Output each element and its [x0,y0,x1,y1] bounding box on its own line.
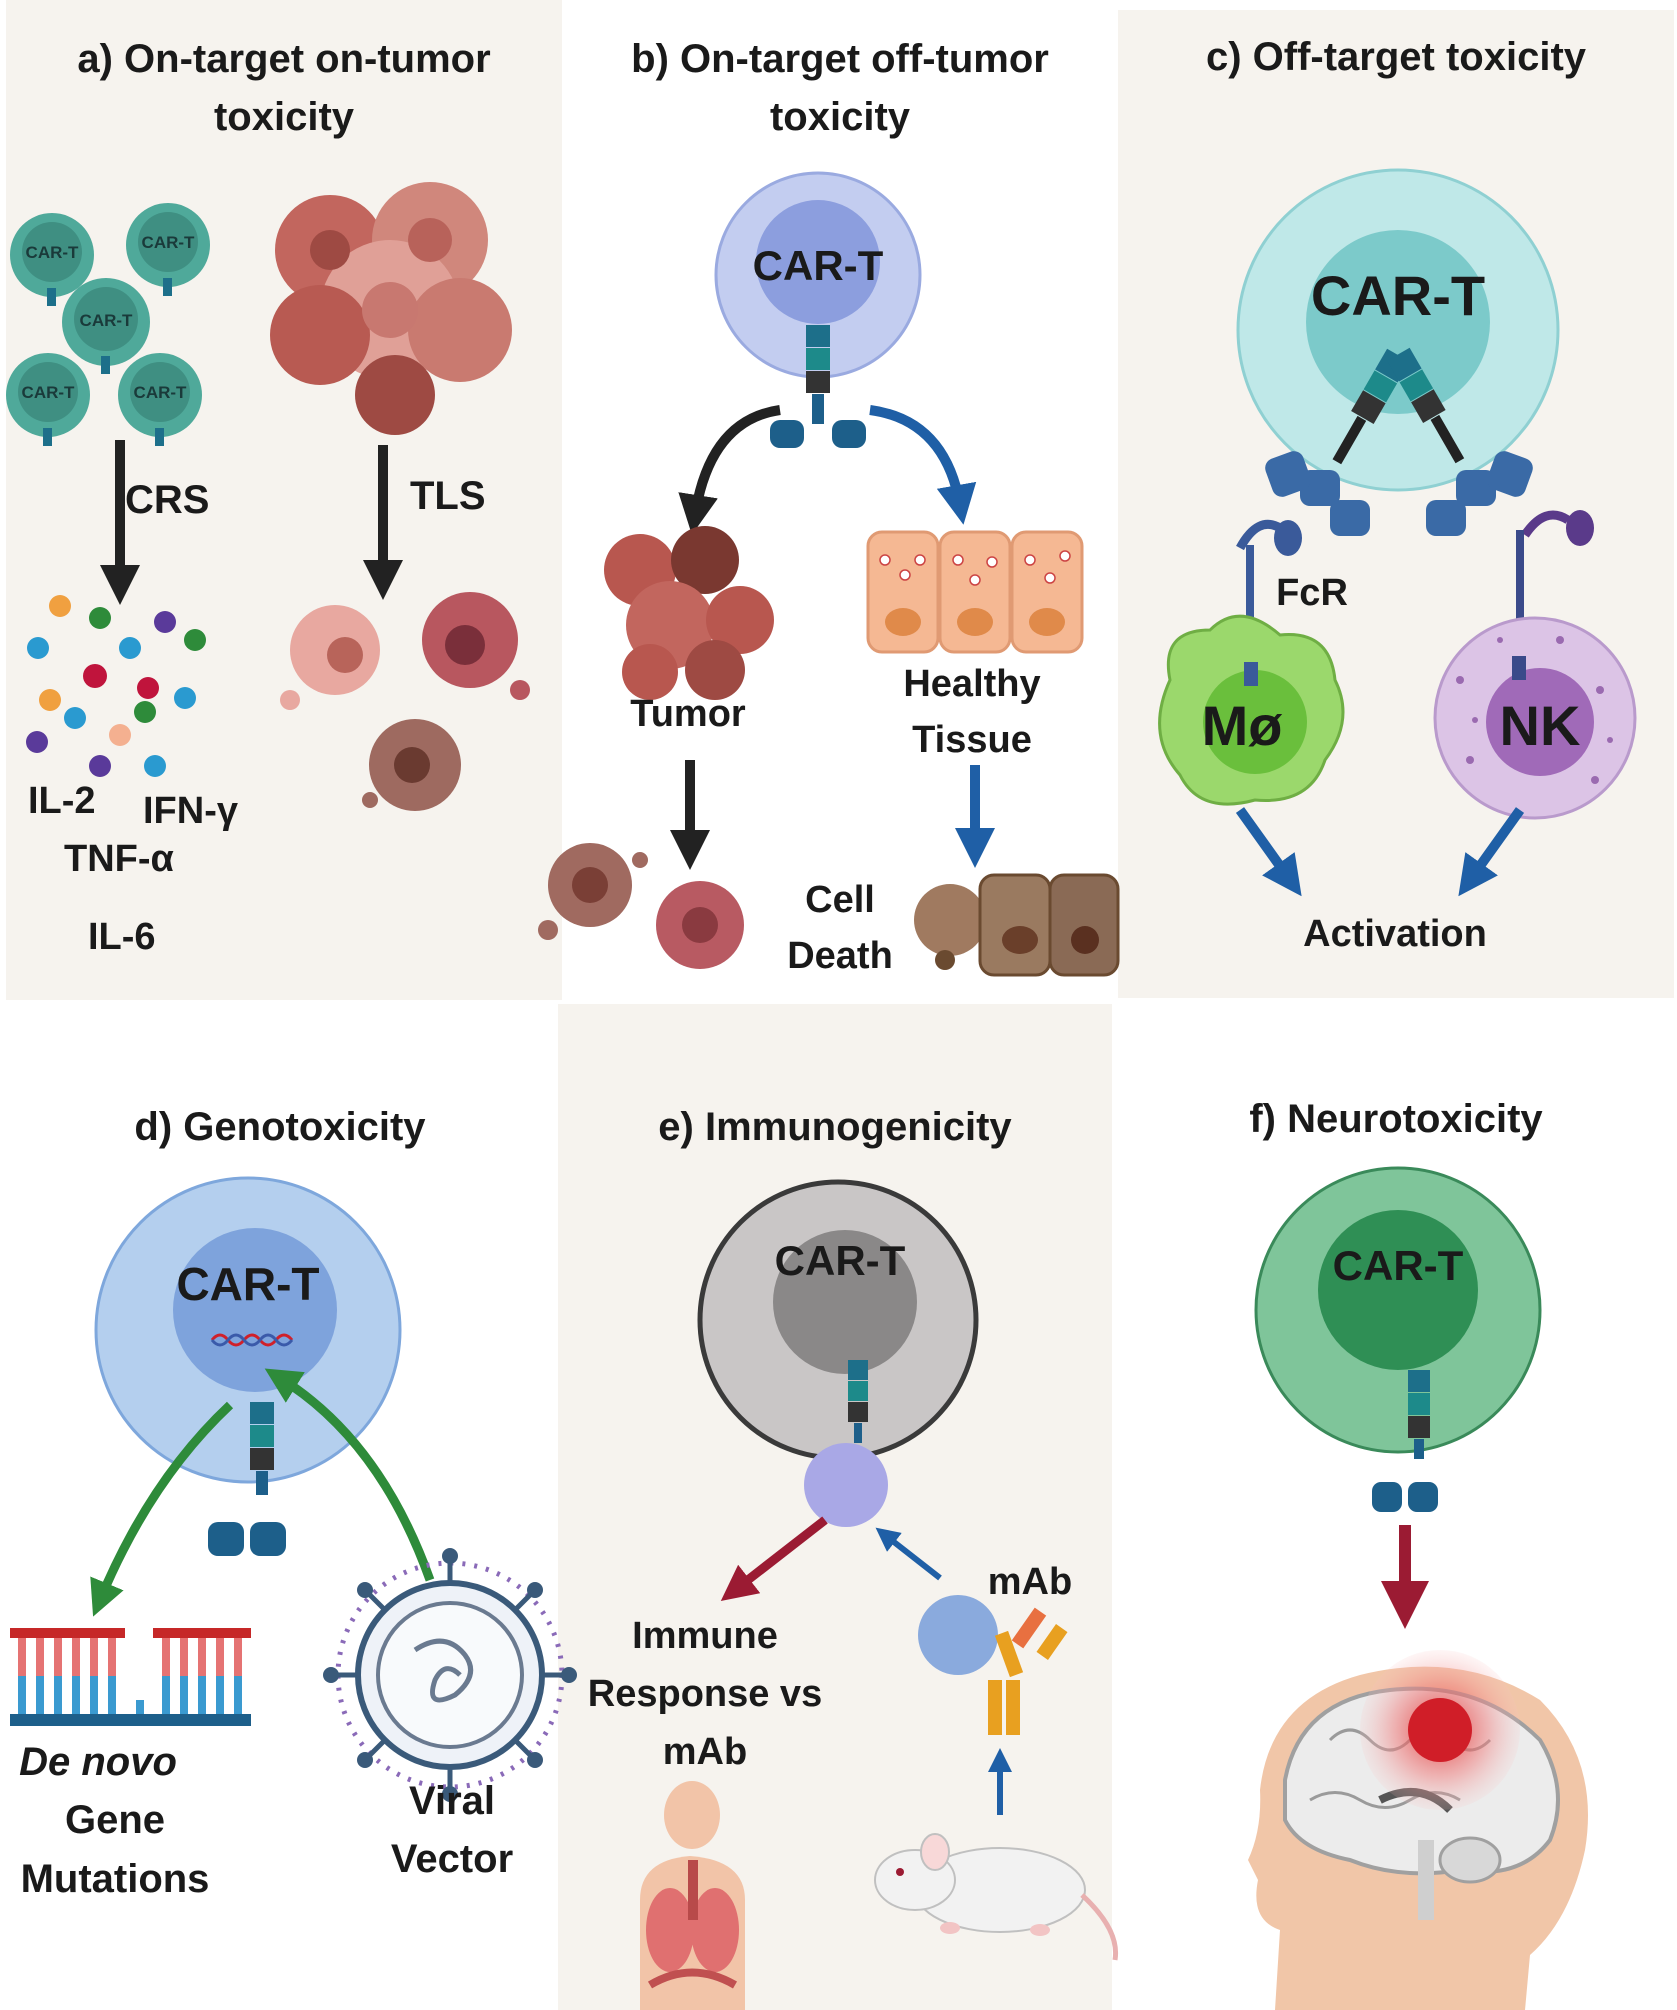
car-t-cell-icon: CAR-T [697,1179,979,1527]
panel-c-car-t-label: CAR-T [1311,264,1485,327]
response-label-line2: Response vs [588,1673,822,1715]
panel-f-car-t-label: CAR-T [1333,1242,1464,1289]
car-t-cell-icon: CAR-T [6,353,90,446]
macrophage-label: Mø [1202,694,1283,757]
cytokine-tnfa-label: TNF-α [64,838,174,880]
brain-head-icon [1248,1650,1588,2010]
panel-d-title: d) Genotoxicity [134,1105,426,1149]
panel-d-car-t-label: CAR-T [176,1258,319,1310]
dna-strand-icon [210,1333,294,1347]
car-t-cell-icon: CAR-T [126,203,210,296]
panel-a-background [6,0,562,1000]
nk-cell-icon: NK [1433,616,1637,820]
panel-a-car-t-cluster: CAR-T CAR-T CAR-T CAR-T CAR-T [6,203,210,446]
car-t-cell-icon: CAR-T [10,213,94,306]
cytokine-ifng-label: IFN-γ [143,790,238,832]
panel-b-car-t-label: CAR-T [753,242,884,289]
human-torso-icon [640,1781,745,2010]
virus-icon [323,1548,577,1802]
panel-c-title: c) Off-target toxicity [1205,35,1587,79]
mutation-arrow [90,1401,234,1617]
tumor-arrow [678,405,781,535]
car-t-cell-icon: CAR-T [714,171,922,448]
car-t-label-2: CAR-T [142,233,195,252]
car-t-cell-icon: CAR-T [1236,168,1560,536]
immune-response-arrow [720,1516,828,1602]
car-t-cell-icon: CAR-T [118,353,202,446]
car-t-label-1: CAR-T [26,243,79,262]
cytokine-il2-label: IL-2 [28,780,96,822]
mab-label: mAb [988,1561,1072,1603]
macrophage-activation-arrow [1235,807,1302,897]
car-t-label-4: CAR-T [22,383,75,402]
mutation-label-line3: Mutations [21,1857,210,1901]
crs-label: CRS [125,478,210,522]
response-label-line1: Immune [632,1615,778,1657]
dead-tissue-icon [914,873,1120,977]
panel-a-title-line1: a) On-target on-tumor [77,37,491,81]
healthy-label-line2: Tissue [912,719,1032,761]
mab-binding-arrow [875,1527,942,1581]
car-t-label-3: CAR-T [80,311,133,330]
panel-e-car-t-label: CAR-T [775,1237,906,1284]
activation-label: Activation [1303,913,1487,955]
dna-mutation-icon [10,1628,251,1726]
panel-f-title: f) Neurotoxicity [1249,1097,1543,1141]
cell-death-label-line2: Death [787,935,893,977]
tumor-mass-icon [604,526,774,700]
lysed-tumor-cells-icon [280,592,530,811]
panel-b-title-line2: toxicity [769,95,911,139]
tls-label: TLS [410,474,486,518]
epithelium-icon [866,530,1084,654]
mutation-label-line1: De novo [19,1740,177,1784]
dead-tumor-cells-icon [538,843,744,969]
tumor-label: Tumor [630,693,746,735]
panel-b-title-line1: b) On-target off-tumor [631,37,1049,81]
car-t-cell-icon: CAR-T [94,1176,402,1556]
response-label-line3: mAb [663,1731,747,1773]
car-t-cell-icon: CAR-T [62,278,150,374]
nk-label: NK [1500,694,1581,757]
car-t-cell-icon: CAR-T [1254,1166,1542,1512]
cytokine-dots-icon [26,595,206,777]
healthy-tissue-arrow [869,405,977,525]
panel-a-title: a) On-target on-tumor toxicity [6,30,562,146]
panel-e-title: e) Immunogenicity [658,1105,1012,1149]
vector-label-line2: Vector [391,1837,513,1881]
panel-a-title-line2: toxicity [213,95,355,139]
cell-death-label-line1: Cell [805,879,875,921]
mutation-label-line2: Gene [65,1798,165,1842]
tumor-mass-icon [270,182,512,435]
vector-label-line1: Viral [409,1779,495,1823]
panel-b-title: b) On-target off-tumor toxicity [566,30,1114,146]
car-t-label-5: CAR-T [134,383,187,402]
mouse-icon [874,1833,1119,1961]
nk-activation-arrow [1458,807,1525,897]
antibody-icon [918,1595,1068,1735]
vector-arrow [264,1368,435,1582]
cytokine-il6-label: IL-6 [88,916,156,958]
macrophage-icon: Mø [1158,614,1345,806]
healthy-label-line1: Healthy [903,663,1040,705]
fcr-label: FcR [1276,572,1348,614]
